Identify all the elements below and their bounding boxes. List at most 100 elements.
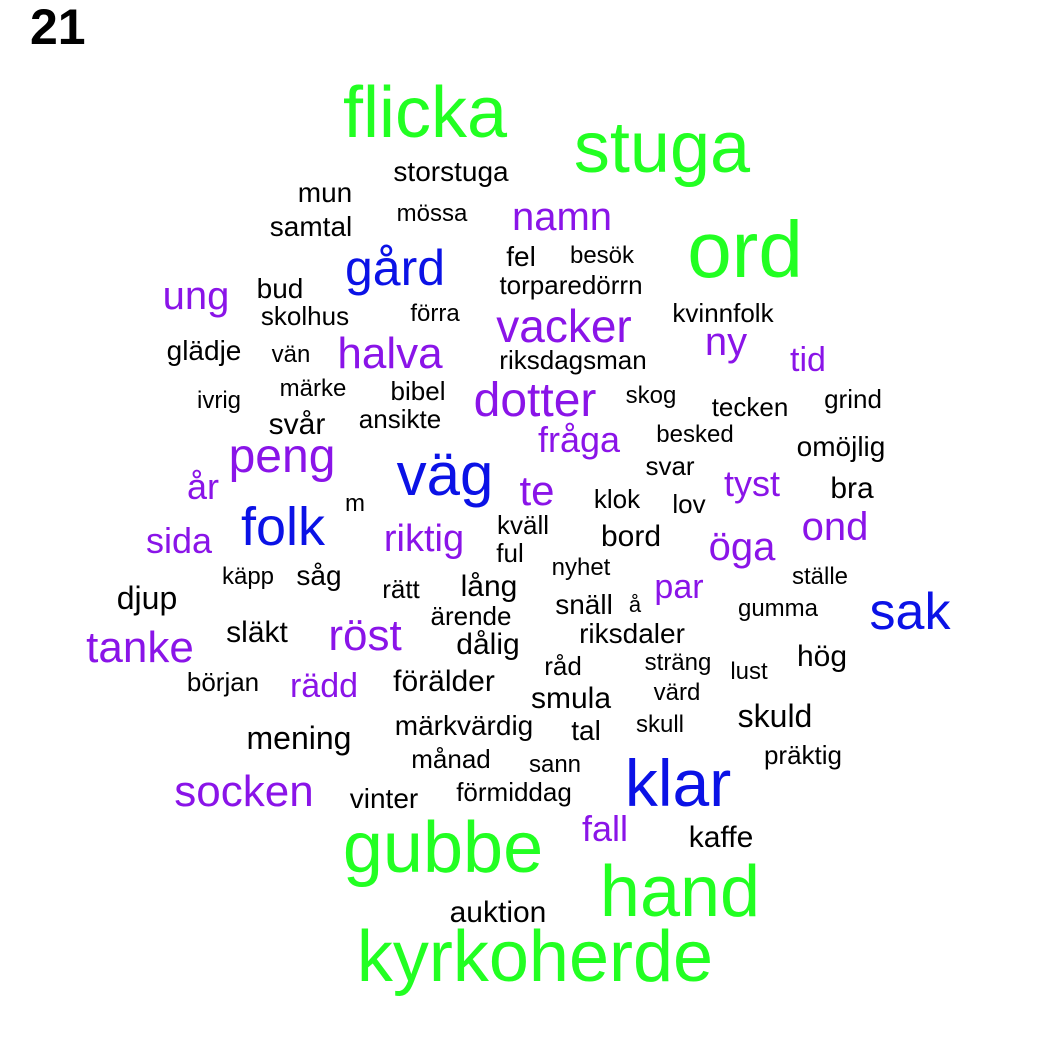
word-vinter: vinter	[349, 783, 419, 814]
word-tanke: tanke	[86, 623, 194, 672]
word-ord: ord	[687, 205, 803, 294]
word-lång: lång	[460, 570, 518, 603]
word-m: m	[345, 490, 365, 517]
word-ivrig: ivrig	[196, 387, 242, 414]
word-ful: ful	[496, 538, 524, 568]
word-dålig: dålig	[456, 628, 520, 661]
word-märke: märke	[279, 375, 347, 402]
word-tid: tid	[790, 341, 826, 379]
word-socken: socken	[174, 767, 314, 816]
word-månad: månad	[411, 744, 491, 774]
word-början: början	[186, 667, 260, 697]
word-riksdaler: riksdaler	[579, 618, 685, 649]
word-svår: svår	[268, 408, 326, 441]
word-glädje: glädje	[166, 335, 242, 366]
word-smula: smula	[530, 682, 612, 715]
word-samtal: samtal	[269, 211, 353, 242]
word-ärende: ärende	[430, 601, 512, 631]
word-te: te	[519, 467, 555, 514]
word-å: å	[628, 592, 642, 617]
word-dotter: dotter	[473, 374, 597, 427]
word-namn: namn	[511, 195, 613, 239]
word-ung: ung	[162, 274, 230, 318]
word-förra: förra	[410, 300, 460, 327]
word-flicka: flicka	[342, 73, 508, 153]
word-skolhus: skolhus	[260, 301, 350, 331]
word-folk: folk	[240, 497, 326, 557]
word-hög: hög	[796, 640, 848, 673]
word-nyhet: nyhet	[551, 554, 611, 581]
word-auktion: auktion	[449, 896, 547, 929]
word-mun: mun	[297, 177, 353, 208]
word-riksdagsman: riksdagsman	[499, 345, 647, 375]
word-sak: sak	[869, 583, 951, 641]
word-ställe: ställe	[791, 563, 849, 590]
word-bord: bord	[600, 520, 662, 553]
word-förälder: förälder	[393, 665, 495, 698]
word-sträng: sträng	[644, 649, 712, 676]
word-sann: sann	[528, 751, 582, 778]
word-tal: tal	[571, 715, 601, 746]
word-bra: bra	[830, 472, 874, 505]
word-par: par	[654, 568, 704, 606]
word-besked: besked	[656, 421, 734, 448]
word-hand: hand	[599, 852, 761, 932]
word-bibel: bibel	[390, 376, 446, 406]
word-torparedörrn: torparedörrn	[499, 270, 643, 300]
word-ny: ny	[704, 320, 748, 364]
word-klok: klok	[593, 484, 641, 514]
word-råd: råd	[544, 651, 582, 681]
word-storstuga: storstuga	[393, 156, 509, 187]
word-ansikte: ansikte	[358, 404, 442, 434]
word-vacker: vacker	[496, 300, 632, 352]
word-kyrkoherde: kyrkoherde	[356, 917, 714, 997]
word-såg: såg	[296, 560, 342, 591]
panel-number: 21	[30, 0, 86, 55]
word-fråga: fråga	[537, 419, 621, 460]
word-besök: besök	[569, 242, 635, 269]
word-riktig: riktig	[383, 518, 465, 560]
word-år: år	[186, 466, 220, 507]
word-fel: fel	[506, 241, 536, 272]
word-klar: klar	[624, 746, 732, 820]
word-kaffe: kaffe	[688, 821, 754, 854]
word-peng: peng	[228, 430, 336, 483]
word-vän: vän	[271, 341, 311, 368]
word-bud: bud	[256, 273, 304, 304]
word-halva: halva	[337, 329, 443, 378]
word-kväll: kväll	[496, 510, 550, 540]
word-tecken: tecken	[711, 392, 789, 422]
word-kvinnfolk: kvinnfolk	[672, 298, 774, 328]
word-väg: väg	[396, 441, 494, 508]
word-skull: skull	[635, 711, 685, 738]
word-sida: sida	[145, 520, 213, 561]
word-stuga: stuga	[573, 108, 751, 188]
word-mössa: mössa	[396, 200, 468, 227]
word-präktig: präktig	[763, 740, 843, 770]
word-ond: ond	[801, 505, 869, 549]
word-skog: skog	[625, 382, 677, 409]
word-fall: fall	[581, 808, 629, 849]
word-lov: lov	[672, 489, 706, 519]
word-lust: lust	[730, 658, 768, 685]
word-förmiddag: förmiddag	[456, 777, 572, 807]
word-omöjlig: omöjlig	[796, 431, 886, 462]
word-tyst: tyst	[723, 463, 781, 504]
word-grind: grind	[824, 384, 882, 414]
word-rätt: rätt	[382, 574, 420, 604]
word-skuld: skuld	[737, 698, 813, 734]
word-käpp: käpp	[221, 563, 275, 590]
word-gård: gård	[344, 240, 446, 296]
word-djup: djup	[116, 580, 178, 616]
word-märkvärdig: märkvärdig	[394, 710, 534, 741]
word-släkt: släkt	[226, 616, 288, 649]
word-värd: värd	[653, 679, 701, 706]
word-gubbe: gubbe	[342, 808, 544, 888]
word-mening: mening	[246, 720, 352, 756]
word-svar: svar	[645, 451, 695, 481]
word-öga: öga	[708, 525, 776, 569]
word-rädd: rädd	[289, 667, 359, 705]
word-gumma: gumma	[737, 595, 819, 622]
word-snäll: snäll	[555, 589, 613, 620]
